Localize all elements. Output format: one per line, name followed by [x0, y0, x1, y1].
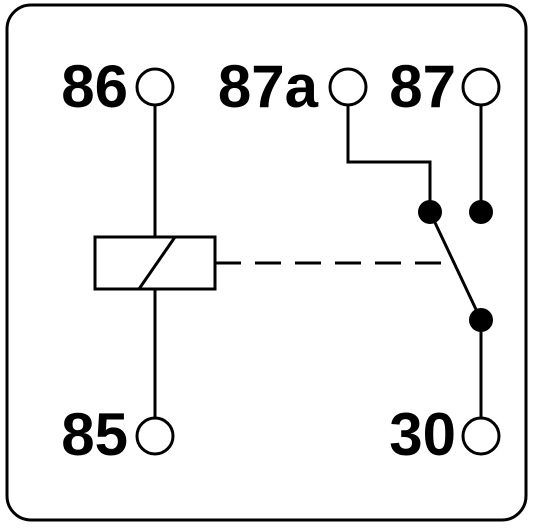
terminal-30	[461, 416, 501, 456]
switch-arm	[428, 211, 483, 321]
coil-box	[93, 235, 217, 291]
terminal-86	[135, 67, 175, 107]
terminal-label-87a: 87a	[218, 53, 319, 120]
terminal-87	[461, 67, 501, 107]
terminal-label-30: 30	[389, 401, 456, 468]
contact-dot-87	[469, 200, 493, 224]
wire-87a	[346, 106, 432, 210]
contact-dot-87a	[418, 200, 442, 224]
terminal-85	[135, 416, 175, 456]
terminal-87a	[328, 67, 368, 107]
coil-diagonal	[137, 236, 177, 290]
terminal-label-87: 87	[389, 53, 456, 120]
contact-dot-30	[469, 308, 493, 332]
terminal-label-86: 86	[61, 53, 128, 120]
terminal-label-85: 85	[61, 401, 128, 468]
